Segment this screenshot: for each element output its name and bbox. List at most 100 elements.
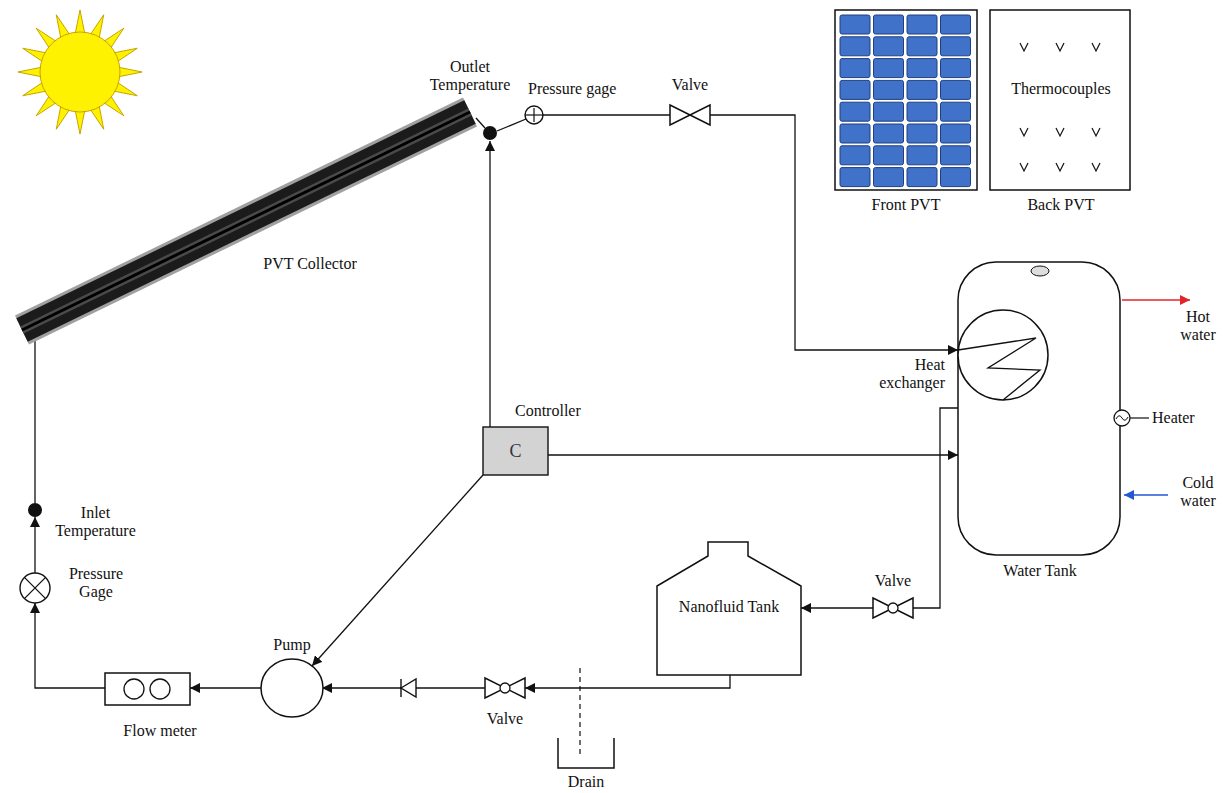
pv-cell (941, 59, 971, 78)
node-label: Pressure Gage (60, 565, 132, 601)
sun-ray (18, 67, 42, 77)
pipe-connector (34, 517, 35, 573)
collector-edge (22, 112, 470, 330)
node-label: Outlet Temperature (420, 58, 520, 94)
annotation-label: Cold water (1170, 474, 1226, 510)
diagram-node: Nanofluid Tank (655, 542, 803, 677)
cold-water-arrow (1124, 494, 1168, 496)
flow-meter-rotor (150, 679, 170, 699)
node-shape (860, 308, 1055, 408)
node-shape (10, 95, 515, 341)
gauge-cross (24, 577, 45, 598)
heater-symbol (1114, 410, 1130, 426)
thermocouple-mark (1056, 128, 1064, 136)
node-label: Controller (515, 402, 610, 420)
diagram-node: Valve (863, 572, 923, 622)
node-shape (988, 8, 1134, 218)
diagram-node: ControllerC (480, 400, 610, 478)
diagram-node: Pressure Gage (18, 565, 133, 610)
pv-cell (941, 168, 971, 187)
pressure-gauge (525, 106, 543, 124)
pipe-connector (710, 115, 958, 350)
pv-cell (840, 102, 870, 121)
collector-body (22, 112, 470, 330)
valve-symbol (670, 105, 710, 125)
valve-symbol (485, 678, 525, 698)
node-label: Thermocouples (990, 80, 1132, 98)
valve-ring (500, 683, 510, 693)
diagram-node: Valve (475, 672, 535, 730)
node-text: C (483, 427, 548, 475)
annotation-label: Heater (1152, 409, 1216, 427)
sun-ray (75, 110, 85, 134)
heater-leader (1130, 417, 1149, 418)
node-label: Inlet Temperature (48, 504, 143, 540)
pv-cell (840, 124, 870, 143)
pipe-connector (525, 675, 730, 688)
pv-cell (874, 59, 904, 78)
sun-icon (18, 10, 142, 134)
sun-ray (75, 10, 85, 34)
pv-cell (874, 15, 904, 34)
flow-meter-rotor (124, 679, 144, 699)
node-label: Flow meter (100, 722, 220, 740)
pv-cell (941, 102, 971, 121)
pv-cell (874, 124, 904, 143)
sun-disc (40, 32, 120, 112)
node-label: Front PVT (833, 196, 979, 214)
pv-cell (907, 124, 937, 143)
pressure-gauge (20, 573, 50, 603)
temperature-sensor (483, 126, 497, 140)
flow-meter-body (105, 673, 190, 705)
pipe-connector (497, 119, 526, 131)
thermocouple-mark (1020, 43, 1028, 51)
pipe-connector (548, 454, 958, 455)
pv-cell (840, 146, 870, 165)
node-label: Heat exchanger (860, 356, 945, 392)
pv-cell (907, 80, 937, 99)
pv-cell (941, 146, 971, 165)
thermocouple-mark (1092, 128, 1100, 136)
diagram-node: Front PVT (833, 8, 979, 218)
pv-cell (941, 15, 971, 34)
drain-line (579, 668, 580, 756)
pv-cell (941, 124, 971, 143)
pv-cell (907, 102, 937, 121)
heat-exchanger-coil (958, 338, 1040, 400)
thermocouple-mark (1092, 43, 1100, 51)
pipe-connector (489, 141, 490, 427)
check-valve (401, 679, 416, 697)
thermocouple-mark (1020, 163, 1028, 171)
node-label: Nanofluid Tank (655, 598, 803, 616)
pipe-connector (801, 607, 873, 608)
pv-cell (840, 59, 870, 78)
node-label: Pressure gage (528, 80, 628, 98)
node-label: Drain (555, 773, 617, 791)
pipe-connector (312, 475, 483, 666)
node-label: Valve (475, 710, 535, 728)
pv-cell (874, 168, 904, 187)
pv-cell (840, 37, 870, 56)
node-label: Valve (863, 572, 923, 590)
pv-cell (874, 102, 904, 121)
tank-vent (1031, 266, 1049, 276)
diagram-node: Drain (555, 735, 617, 791)
pipe-connector (476, 118, 485, 128)
node-label: Water Tank (955, 562, 1125, 580)
diagram-node: Outlet Temperature (420, 58, 520, 142)
node-shape (833, 8, 979, 218)
pv-cell (941, 80, 971, 99)
pv-cell (840, 168, 870, 187)
pv-cell (907, 37, 937, 56)
pump-symbol (261, 659, 323, 717)
hot-water-arrow (1122, 299, 1190, 301)
diagram-node: Heat exchanger (860, 308, 1055, 408)
valve-ring (888, 603, 898, 613)
pv-cell (874, 146, 904, 165)
diagram-node: Pump (258, 636, 326, 722)
diagram-node: ThermocouplesBack PVT (988, 8, 1134, 218)
temperature-sensor (28, 503, 42, 517)
thermocouple-mark (1092, 163, 1100, 171)
diagram-node: Pressure gage (518, 80, 628, 128)
node-shape (955, 262, 1125, 582)
